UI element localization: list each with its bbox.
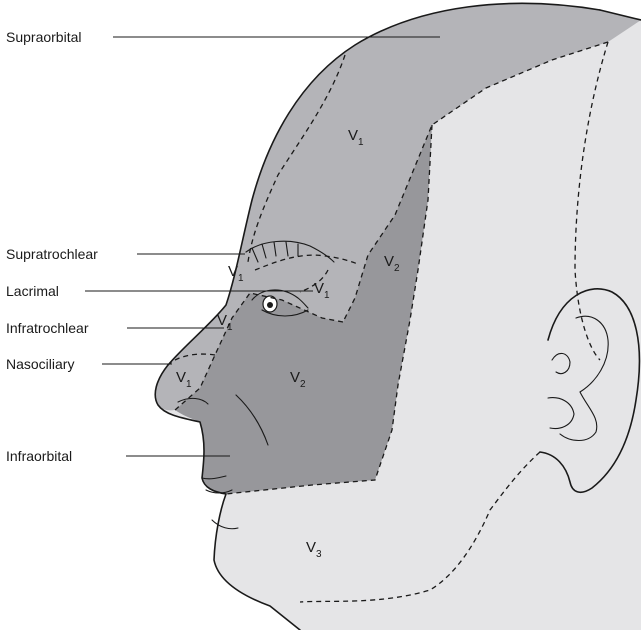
label-nasociliary: Nasociliary bbox=[6, 356, 74, 372]
label-supratrochlear: Supratrochlear bbox=[6, 246, 98, 262]
label-infraorbital: Infraorbital bbox=[6, 448, 72, 464]
eye-pupil bbox=[267, 302, 273, 308]
label-supraorbital: Supraorbital bbox=[6, 29, 82, 45]
label-infratrochlear: Infratrochlear bbox=[6, 320, 89, 336]
label-lacrimal: Lacrimal bbox=[6, 283, 59, 299]
